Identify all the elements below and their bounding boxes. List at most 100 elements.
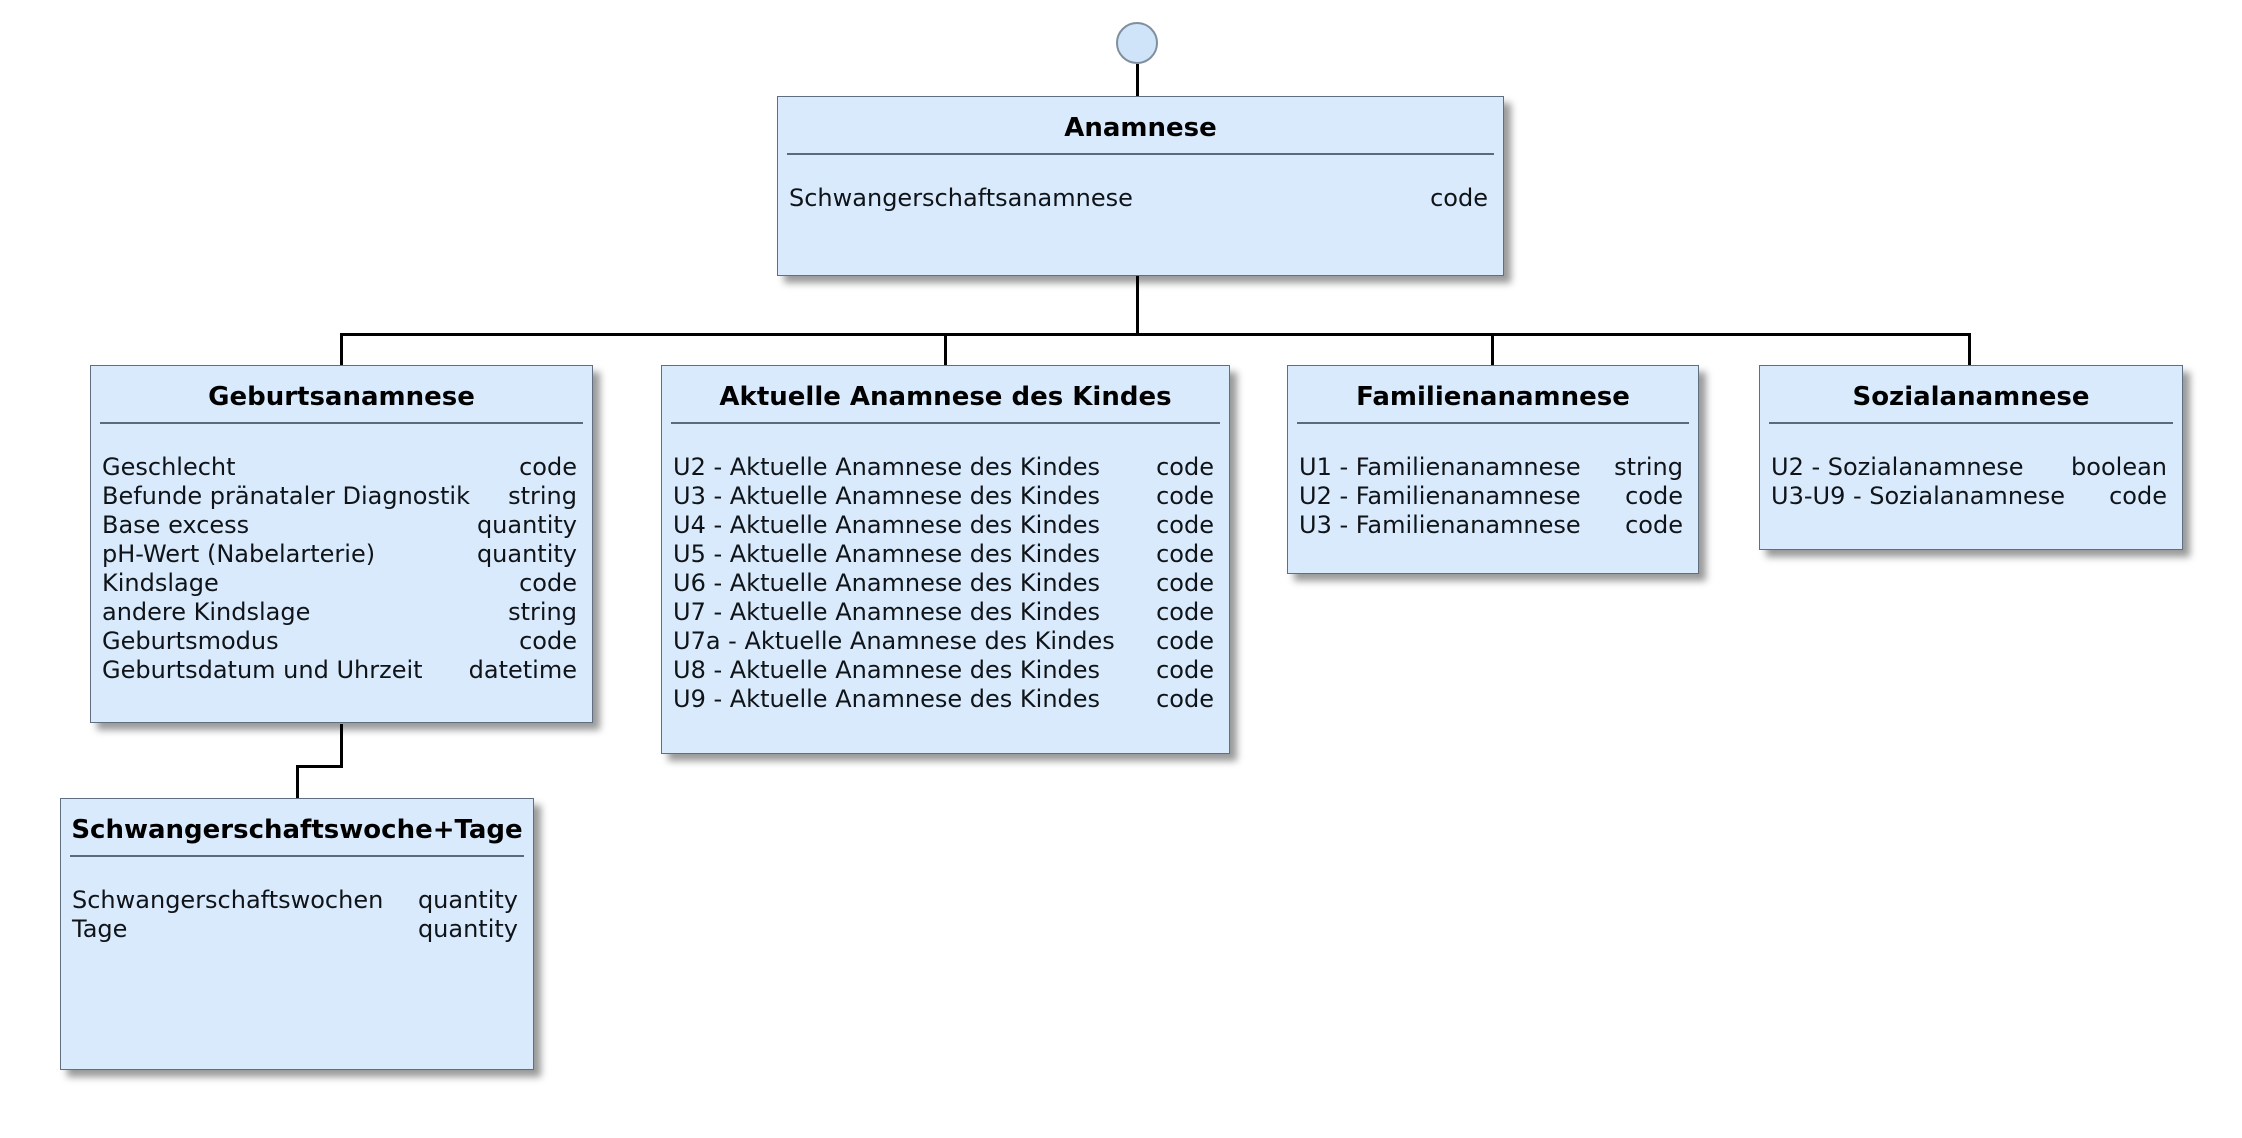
attribute-name: Geburtsmodus xyxy=(102,627,279,655)
attribute-name: Schwangerschaftswochen xyxy=(72,886,384,914)
attribute-name: U3 - Familienanamnese xyxy=(1299,511,1581,539)
connector-drop-familienanamnese xyxy=(1491,336,1494,365)
attribute-type: datetime xyxy=(468,656,577,684)
attribute-name: U1 - Familienanamnese xyxy=(1299,453,1581,481)
attribute-row: andere Kindslage string xyxy=(102,598,577,627)
attribute-type: code xyxy=(1156,482,1214,510)
attribute-type: string xyxy=(1614,453,1683,481)
attribute-name: U7a - Aktuelle Anamnese des Kindes xyxy=(673,627,1115,655)
attribute-row: U3 - Aktuelle Anamnese des Kindes code xyxy=(673,482,1214,511)
attribute-row: Kindslage code xyxy=(102,569,577,598)
title-separator xyxy=(1297,422,1689,424)
attribute-row: U2 - Familienanamnese code xyxy=(1299,482,1683,511)
attribute-name: U6 - Aktuelle Anamnese des Kindes xyxy=(673,569,1101,597)
attribute-row: Befunde pränataler Diagnostik string xyxy=(102,482,577,511)
attribute-type: code xyxy=(519,453,577,481)
attribute-name: U3 - Aktuelle Anamnese des Kindes xyxy=(673,482,1101,510)
title-separator xyxy=(1769,422,2173,424)
attribute-row: U3 - Familienanamnese code xyxy=(1299,511,1683,540)
attribute-type: code xyxy=(1625,511,1683,539)
attribute-row: Tage quantity xyxy=(72,915,518,944)
attribute-type: code xyxy=(519,569,577,597)
attribute-row: U6 - Aktuelle Anamnese des Kindes code xyxy=(673,569,1214,598)
class-box-anamnese: Anamnese Schwangerschaftsanamnese code xyxy=(777,96,1504,276)
connector-drop-geburtsanamnese xyxy=(340,336,343,365)
attribute-type: quantity xyxy=(417,915,518,943)
attribute-type: quantity xyxy=(417,886,518,914)
box-title: Sozialanamnese xyxy=(1852,382,2090,412)
attribute-row: U1 - Familienanamnese string xyxy=(1299,453,1683,482)
attribute-type: string xyxy=(508,482,577,510)
attribute-row: Geschlecht code xyxy=(102,453,577,482)
box-title: Geburtsanamnese xyxy=(208,382,475,412)
attribute-row: U2 - Sozialanamnese boolean xyxy=(1771,453,2167,482)
attribute-type: code xyxy=(1430,184,1488,212)
attribute-type: code xyxy=(1156,656,1214,684)
attribute-row: U8 - Aktuelle Anamnese des Kindes code xyxy=(673,656,1214,685)
connector-elbow-vertical-bottom xyxy=(296,768,299,798)
attribute-type: code xyxy=(1156,540,1214,568)
connector-elbow-horizontal xyxy=(296,765,343,768)
attribute-name: U3-U9 - Sozialanamnese xyxy=(1771,482,2066,510)
attribute-row: Schwangerschaftswochen quantity xyxy=(72,886,518,915)
attribute-type: code xyxy=(1156,598,1214,626)
box-title: Familienanamnese xyxy=(1356,382,1630,412)
title-separator xyxy=(671,422,1220,424)
attribute-row: U7a - Aktuelle Anamnese des Kindes code xyxy=(673,627,1214,656)
attribute-name: Befunde pränataler Diagnostik xyxy=(102,482,470,510)
attribute-type: code xyxy=(1156,453,1214,481)
class-box-geburtsanamnese: Geburtsanamnese Geschlecht code Befunde … xyxy=(90,365,593,723)
attribute-name: Tage xyxy=(72,915,128,943)
attribute-row: pH-Wert (Nabelarterie) quantity xyxy=(102,540,577,569)
connector-horizontal-bus xyxy=(340,333,1971,336)
connector-drop-sozialanamnese xyxy=(1968,336,1971,365)
title-separator xyxy=(100,422,583,424)
title-separator xyxy=(70,855,524,857)
attribute-name: pH-Wert (Nabelarterie) xyxy=(102,540,376,568)
attribute-name: U4 - Aktuelle Anamnese des Kindes xyxy=(673,511,1101,539)
attribute-name: U8 - Aktuelle Anamnese des Kindes xyxy=(673,656,1101,684)
attribute-row: Geburtsdatum und Uhrzeit datetime xyxy=(102,656,577,685)
connector-drop-aktuelle-anamnese xyxy=(944,336,947,365)
connector-circle-to-root xyxy=(1136,64,1139,96)
attribute-type: quantity xyxy=(476,511,577,539)
attribute-name: U9 - Aktuelle Anamnese des Kindes xyxy=(673,685,1101,713)
attribute-name: andere Kindslage xyxy=(102,598,311,626)
attribute-type: code xyxy=(1625,482,1683,510)
class-box-aktuelle-anamnese: Aktuelle Anamnese des Kindes U2 - Aktuel… xyxy=(661,365,1230,754)
attribute-name: Schwangerschaftsanamnese xyxy=(789,184,1133,212)
attribute-type: code xyxy=(1156,511,1214,539)
attribute-name: U2 - Aktuelle Anamnese des Kindes xyxy=(673,453,1101,481)
attribute-type: code xyxy=(1156,685,1214,713)
attribute-row: U7 - Aktuelle Anamnese des Kindes code xyxy=(673,598,1214,627)
attribute-name: U2 - Familienanamnese xyxy=(1299,482,1581,510)
box-title: Anamnese xyxy=(1064,113,1217,143)
attribute-row: U3-U9 - Sozialanamnese code xyxy=(1771,482,2167,511)
box-title: Aktuelle Anamnese des Kindes xyxy=(719,382,1172,412)
attribute-row: Geburtsmodus code xyxy=(102,627,577,656)
attribute-type: code xyxy=(1156,569,1214,597)
title-separator xyxy=(787,153,1494,155)
attribute-type: string xyxy=(508,598,577,626)
attribute-name: Geburtsdatum und Uhrzeit xyxy=(102,656,423,684)
class-box-familienanamnese: Familienanamnese U1 - Familienanamnese s… xyxy=(1287,365,1699,574)
attribute-name: Geschlecht xyxy=(102,453,236,481)
class-box-sozialanamnese: Sozialanamnese U2 - Sozialanamnese boole… xyxy=(1759,365,2183,550)
connector-root-stem xyxy=(1136,276,1139,334)
box-title: Schwangerschaftswoche+Tage xyxy=(71,815,523,845)
attribute-type: code xyxy=(2109,482,2167,510)
attribute-type: code xyxy=(519,627,577,655)
attribute-row: U4 - Aktuelle Anamnese des Kindes code xyxy=(673,511,1214,540)
attribute-type: boolean xyxy=(2071,453,2167,481)
attribute-type: quantity xyxy=(476,540,577,568)
attribute-name: Base excess xyxy=(102,511,250,539)
attribute-row: U9 - Aktuelle Anamnese des Kindes code xyxy=(673,685,1214,714)
attribute-name: U2 - Sozialanamnese xyxy=(1771,453,2024,481)
attribute-row: U5 - Aktuelle Anamnese des Kindes code xyxy=(673,540,1214,569)
connector-elbow-vertical-top xyxy=(340,724,343,767)
attribute-type: code xyxy=(1156,627,1214,655)
attribute-row: U2 - Aktuelle Anamnese des Kindes code xyxy=(673,453,1214,482)
attribute-name: U7 - Aktuelle Anamnese des Kindes xyxy=(673,598,1101,626)
attribute-name: U5 - Aktuelle Anamnese des Kindes xyxy=(673,540,1101,568)
